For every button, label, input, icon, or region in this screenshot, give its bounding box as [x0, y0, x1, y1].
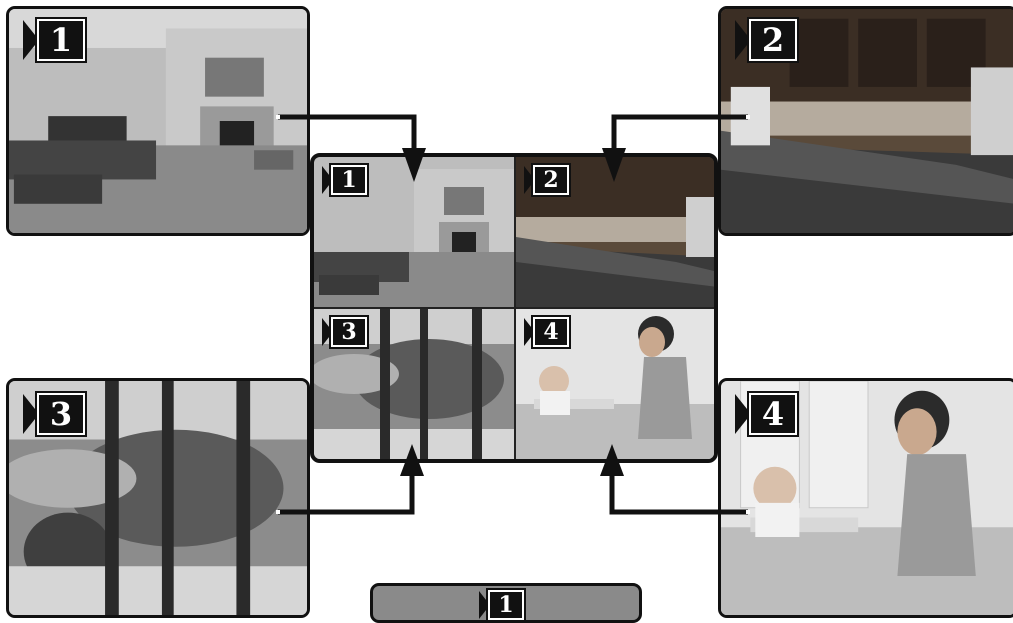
partial-monitor-tag: 1	[479, 590, 524, 620]
quad-4-number: 4	[533, 317, 569, 347]
camera-4-number: 4	[749, 393, 797, 435]
camera-1-number: 1	[37, 19, 85, 61]
camera-2-feed: 2	[718, 6, 1013, 236]
camera-4-feed: 4	[718, 378, 1013, 618]
quad-cell-4: 4	[516, 309, 718, 459]
quad-3-tag: 3	[322, 317, 367, 347]
partial-monitor-number: 1	[488, 590, 524, 620]
camera-3-tag: 3	[23, 393, 85, 435]
quad-1-number: 1	[331, 165, 367, 195]
quad-2-number: 2	[533, 165, 569, 195]
camera-3-number: 3	[37, 393, 85, 435]
quad-cell-2: 2	[516, 157, 718, 307]
partial-monitor-bottom: 1	[370, 583, 642, 623]
camera-1-feed: 1	[6, 6, 310, 236]
quad-cell-3: 3	[314, 309, 514, 459]
quad-cell-1: 1	[314, 157, 514, 307]
camera-3-feed: 3	[6, 378, 310, 618]
quad-2-tag: 2	[524, 165, 569, 195]
quad-view-monitor: 1 2 3	[310, 153, 718, 463]
quad-1-tag: 1	[322, 165, 367, 195]
camera-2-number: 2	[749, 19, 797, 61]
camera-2-tag: 2	[735, 19, 797, 61]
quad-4-tag: 4	[524, 317, 569, 347]
quad-3-number: 3	[331, 317, 367, 347]
camera-4-tag: 4	[735, 393, 797, 435]
camera-1-tag: 1	[23, 19, 85, 61]
